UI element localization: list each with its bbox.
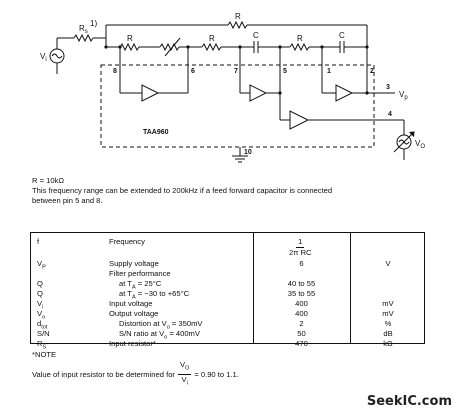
spec-symbol: RS [37, 339, 47, 351]
note-line-2: between pin 5 and 8. [32, 196, 103, 205]
pin-6-label: 6 [191, 68, 195, 75]
spec-value: 35 to 55 [287, 289, 316, 298]
feedback-resistor-label: R [235, 12, 241, 21]
spec-description: Input resistor* [109, 339, 156, 348]
spec-unit: dB [383, 329, 393, 338]
spec-description: Input voltage [109, 299, 153, 308]
output-o-label: VO [415, 139, 425, 150]
spec-unit: % [384, 319, 392, 328]
source-label: Vi [40, 52, 47, 63]
spec-symbol: Vo [37, 309, 46, 321]
spec-description: Distortion at Vo = 350mV [119, 319, 203, 331]
pin-8-label: 8 [113, 68, 117, 75]
footnote-text: Value of input resistor to be determined… [32, 360, 239, 388]
spec-symbol: VP [37, 259, 46, 271]
pin-7-label: 7 [234, 68, 238, 75]
feedback-resistor-symbol [227, 20, 248, 30]
resistor-2-label: R [209, 34, 215, 43]
spec-description: Filter performance [109, 269, 171, 278]
chip-name: TAA960 [143, 129, 169, 136]
capacitor-1-label: C [253, 31, 259, 40]
pin-1-label: 1 [327, 68, 331, 75]
footnote-title: *NOTE [32, 350, 57, 359]
spec-unit: mV [382, 309, 394, 318]
series-resistor-label: Rs [79, 24, 88, 35]
footnote-text-after: = 0.90 to 1.1. [194, 369, 239, 379]
spec-description: Output voltage [109, 309, 159, 318]
pin-4-label: 4 [388, 111, 392, 118]
spec-symbol: Vi [37, 299, 44, 311]
r-value-note: R = 10kΩ [32, 176, 65, 185]
pin-5-label: 5 [283, 68, 287, 75]
spec-value: 40 to 55 [287, 279, 316, 288]
pin-3-label: 3 [386, 84, 390, 91]
spec-description: Frequency [109, 237, 145, 246]
spec-value: 400 [295, 309, 308, 318]
ground-symbol [232, 155, 248, 163]
spec-description: S/N ratio at Vo = 400mV [119, 329, 200, 341]
resistor-3-symbol [289, 42, 310, 52]
footnote-text-before: Value of input resistor to be determined… [32, 369, 175, 379]
circuit-schematic: Vi Rs 1) R R R C R C 8 6 7 5 1 2 3 4 10 … [40, 12, 425, 163]
spec-symbol: f [37, 237, 40, 246]
variable-resistor-symbol [159, 42, 180, 52]
spec-description: at TA = 25°C [119, 279, 162, 291]
series-resistor-symbol [73, 33, 94, 43]
resistor-2-symbol [201, 42, 222, 52]
buffer-amp-3 [335, 84, 354, 102]
spec-symbol: Q [37, 289, 43, 298]
capacitor-2-label: C [339, 31, 345, 40]
buffer-amp-1 [141, 84, 160, 102]
spec-value: 470 [295, 339, 308, 348]
series-resistor-note: 1) [90, 19, 97, 28]
resistor-1-label: R [127, 34, 133, 43]
spec-value: 50 [297, 329, 306, 338]
spec-symbol: dtot [37, 319, 48, 331]
spec-description: Supply voltage [109, 259, 159, 268]
resistor-3-label: R [297, 34, 303, 43]
spec-unit: kΩ [383, 339, 393, 348]
footnote-fraction: VO Vi [177, 360, 192, 387]
pin-10-label: 10 [244, 149, 252, 156]
spec-unit: V [385, 259, 391, 268]
spec-value: 2 [299, 319, 304, 328]
pin-2-label: 2 [370, 68, 374, 75]
resistor-1-symbol [119, 42, 140, 52]
spec-value: 6 [299, 259, 304, 268]
output-p-label: Vp [399, 90, 408, 101]
output-amp [289, 110, 310, 130]
note-line-1: This frequency range can be extended to … [32, 186, 333, 195]
spec-unit: mV [382, 299, 394, 308]
chip-outline [100, 64, 375, 148]
spec-symbol: Q [37, 279, 43, 288]
spec-symbol: S/N [37, 329, 50, 338]
spec-description: at TA = −30 to +65°C [119, 289, 190, 301]
watermark: SeekIC.com [366, 394, 452, 409]
buffer-amp-2 [249, 84, 268, 102]
spec-value: 400 [295, 299, 308, 308]
